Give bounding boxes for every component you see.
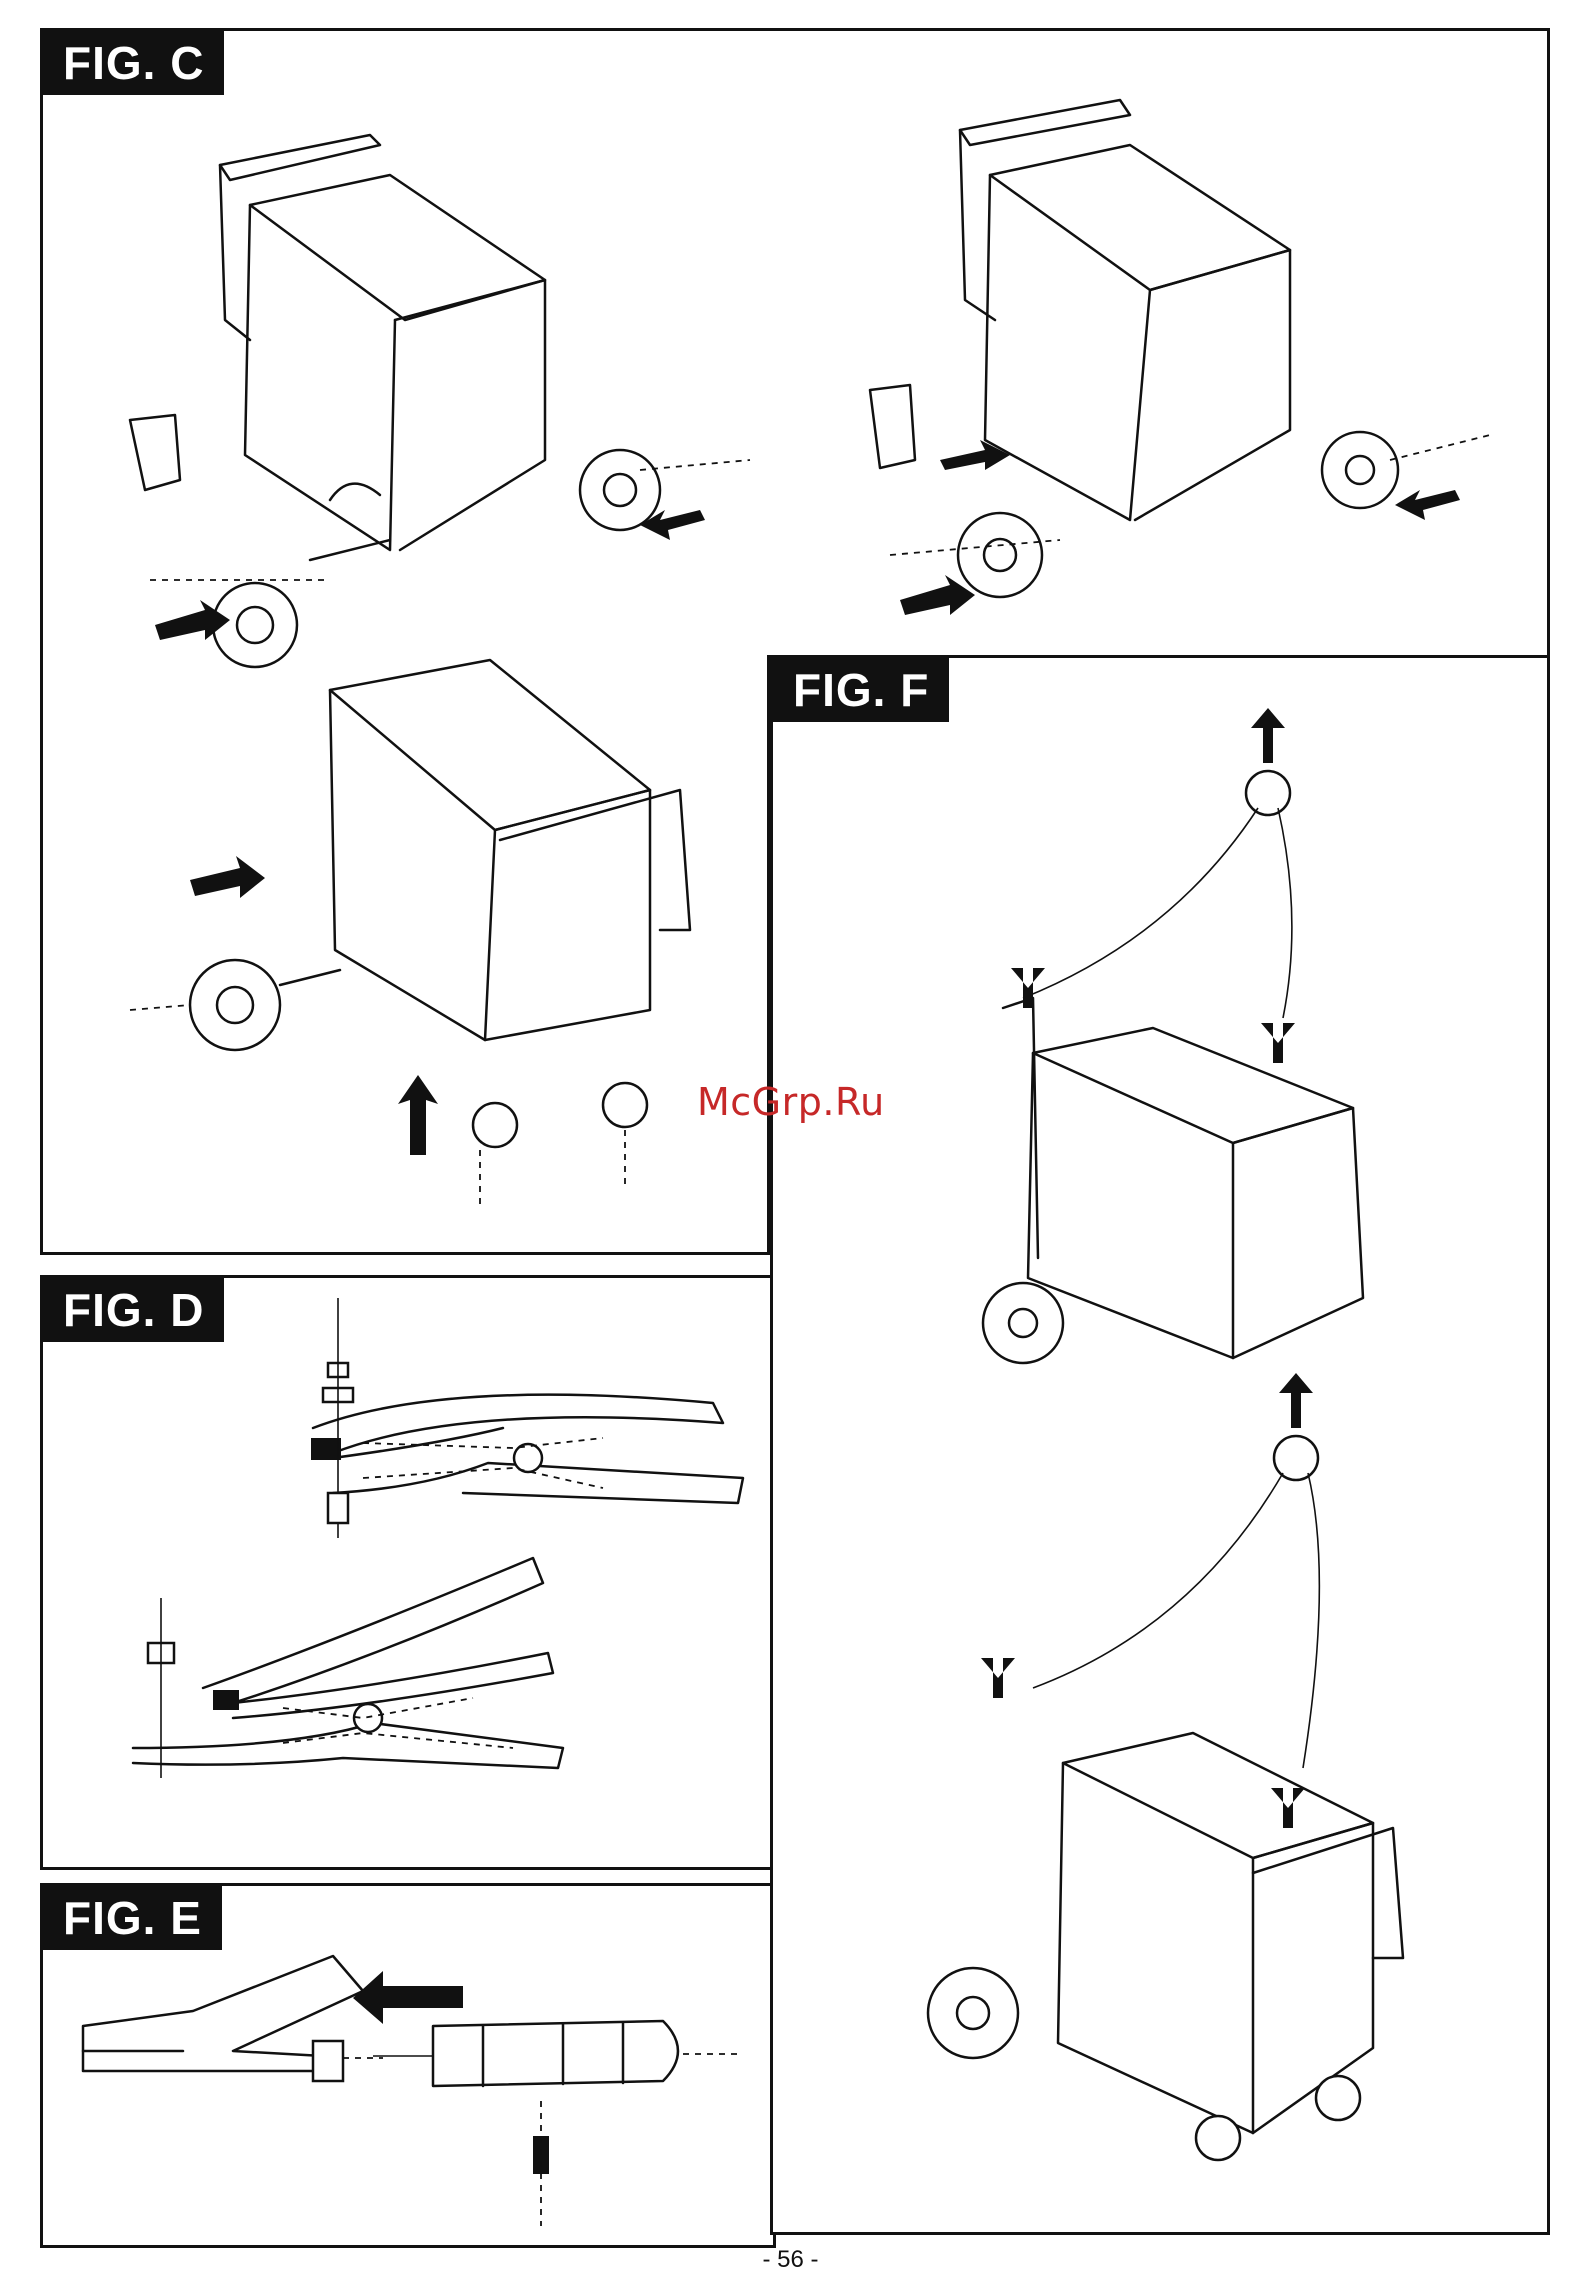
lifting-upper-diagram — [983, 708, 1363, 1363]
cable-plug-diagram — [343, 2021, 743, 2226]
clamp-lower-diagram — [133, 1558, 563, 1778]
page-number: - 56 - — [0, 2246, 1581, 2274]
welder-lifting-diagram — [773, 658, 1553, 2238]
clamp-upper-diagram — [311, 1298, 743, 1538]
insertion-arrow — [353, 1971, 463, 2024]
earth-clamp-cable-connection-diagram — [43, 1278, 779, 1873]
welder-cart-rear-assembly-diagram — [130, 135, 750, 667]
welder-cart-front-assembly-diagram — [870, 100, 1490, 615]
fig-d-panel: FIG. D — [40, 1275, 776, 1870]
electrode-holder-diagram — [83, 1956, 363, 2081]
fig-f-panel: FIG. F — [770, 655, 1550, 2235]
electrode-holder-cable-connection-diagram — [43, 1886, 779, 2251]
watermark: McGrp.Ru — [697, 1080, 885, 1124]
welder-cart-caster-assembly-diagram — [130, 660, 690, 1210]
lifting-lower-diagram — [928, 1373, 1403, 2160]
fig-e-panel: FIG. E — [40, 1883, 776, 2248]
